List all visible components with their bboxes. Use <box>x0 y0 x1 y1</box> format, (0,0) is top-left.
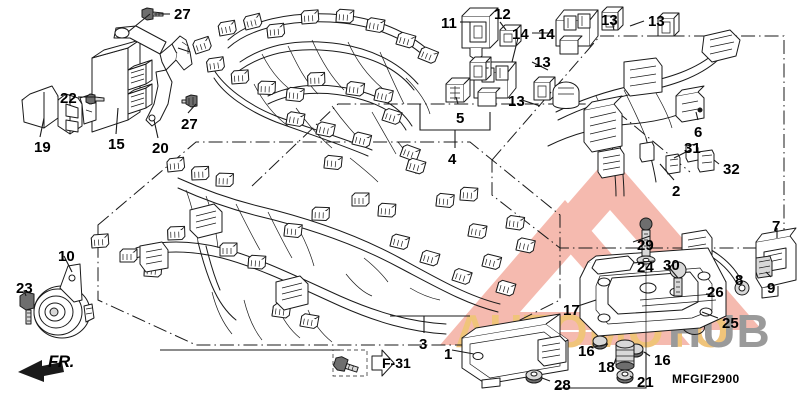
part-17-mounting-plate <box>579 247 727 337</box>
part-19-switch-assembly <box>21 85 97 135</box>
callout-8: 8 <box>735 272 744 289</box>
group-boundary-relay-block <box>251 103 691 187</box>
callout-9: 9 <box>767 280 776 297</box>
callout-29: 29 <box>637 237 654 254</box>
group-boundary-main-harness <box>97 141 561 346</box>
callout-15: 15 <box>108 136 125 153</box>
callout-7: 7 <box>772 218 781 235</box>
leader-lines <box>23 13 778 389</box>
part-3-main-wire-harness <box>90 8 536 343</box>
callout-13-a: 13 <box>601 12 618 29</box>
callout-31: 31 <box>684 140 701 157</box>
callout-24: 24 <box>637 259 654 276</box>
fr-direction-arrow <box>18 360 64 382</box>
callout-13-b: 13 <box>648 13 665 30</box>
callout-13-d: 13 <box>508 93 525 110</box>
cross-reference-f31: F-31 <box>382 355 411 371</box>
part-1-ecm-module <box>461 313 569 389</box>
diagram-code: MFGIF2900 <box>672 372 740 386</box>
callout-21: 21 <box>637 374 654 391</box>
callout-5: 5 <box>456 110 465 127</box>
callout-19: 19 <box>34 139 51 156</box>
callout-4: 4 <box>448 151 457 168</box>
callout-6: 6 <box>694 124 703 141</box>
callout-16-b: 16 <box>654 352 671 369</box>
callout-11: 11 <box>441 15 457 32</box>
callout-18: 18 <box>598 359 615 376</box>
callout-2: 2 <box>672 183 681 200</box>
callout-13-c: 13 <box>534 54 551 71</box>
callout-14-a: 14 <box>512 26 529 43</box>
part-9-bushing <box>755 255 773 279</box>
part-31-clip <box>665 153 681 175</box>
callout-32: 32 <box>723 161 740 178</box>
part-15-control-unit <box>91 39 153 133</box>
part-18-rubber-mount <box>615 339 635 371</box>
part-12-relay <box>499 24 522 47</box>
part-28-nut <box>525 369 543 384</box>
callout-14-b: 14 <box>538 26 555 43</box>
callout-16-a: 16 <box>578 343 595 360</box>
part-13-relay-d <box>533 76 556 101</box>
part-8-grommet <box>734 280 750 296</box>
part-32-clip <box>697 149 715 173</box>
callout-28: 28 <box>554 377 571 394</box>
callout-25: 25 <box>722 315 739 332</box>
callout-17: 17 <box>563 302 580 319</box>
callout-22: 22 <box>60 90 77 107</box>
callout-10: 10 <box>58 248 75 265</box>
callout-12: 12 <box>494 6 511 23</box>
callout-20: 20 <box>152 140 169 157</box>
part-6-connector <box>675 85 705 123</box>
part-2-sub-wire-harness <box>547 29 741 197</box>
part-23-bolt <box>19 291 35 325</box>
callout-30: 30 <box>663 257 680 274</box>
part-11-starter-relay <box>461 7 499 61</box>
callout-3: 3 <box>419 336 428 353</box>
part-27-bolt-lower <box>181 94 198 108</box>
callout-26: 26 <box>707 284 724 301</box>
f31-reference-group <box>332 349 395 377</box>
callout-23: 23 <box>16 280 33 297</box>
callout-27-upper: 27 <box>174 6 191 23</box>
callout-27-lower: 27 <box>181 116 198 133</box>
part-10-horn <box>33 263 95 339</box>
group-boundary-sub-harness <box>491 35 785 249</box>
part-21-nut <box>616 369 634 384</box>
part-14-fusebox-right <box>555 9 599 55</box>
fr-orientation-label: FR. <box>48 352 74 371</box>
part-5-connector <box>445 77 471 103</box>
callout-1: 1 <box>444 346 453 363</box>
